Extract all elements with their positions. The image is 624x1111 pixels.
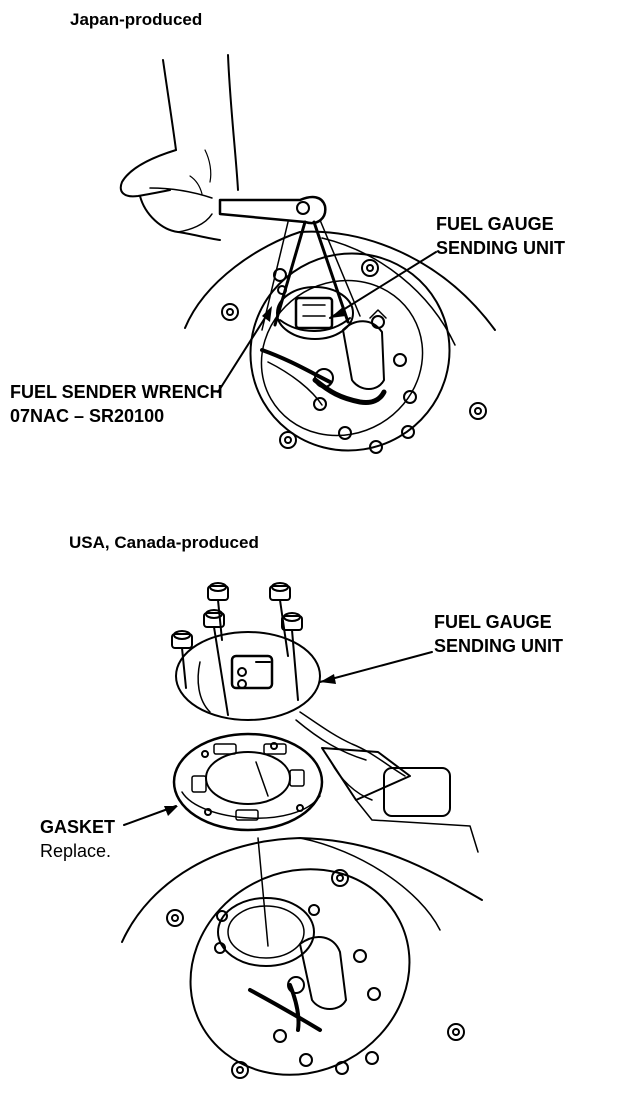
top-mount-plate <box>214 217 485 487</box>
japan-fuel-tank-illustration <box>121 55 495 487</box>
lower-plate-bolts <box>215 905 380 1074</box>
tank-fastener-icons <box>222 260 486 448</box>
gasket-opening <box>206 752 290 804</box>
section-title-japan: Japan-produced <box>70 10 203 29</box>
fuel-outlet-fitting <box>343 321 384 389</box>
gasket-replace-note: Replace. <box>40 841 112 861</box>
hand-illustration <box>121 55 238 240</box>
usa-canada-exploded-illustration <box>122 583 482 1106</box>
fuel-hose-2 <box>315 380 384 403</box>
gasket-ring <box>174 734 322 830</box>
wrench-part-number-label: 07NAC – SR20100 <box>10 406 165 426</box>
lower-tank-opening <box>218 898 314 966</box>
sending-unit-wires <box>300 712 405 776</box>
lower-tank-fastener-icons <box>167 870 464 1078</box>
bottom-connector <box>232 656 272 688</box>
sending-unit-connector <box>296 298 332 328</box>
lower-outlet-fitting <box>300 937 346 1009</box>
wrench-leader <box>218 310 270 392</box>
bottom-sending-unit-plate <box>176 632 320 720</box>
hose-clamp <box>315 369 333 387</box>
fuel-hose-1 <box>262 350 330 382</box>
tank-inner-contour <box>322 238 455 345</box>
gasket-label: GASKET <box>40 817 116 837</box>
fuel-pump-body <box>322 748 410 800</box>
gasket-slots <box>192 744 304 820</box>
top-mount-plate-inner <box>233 251 451 465</box>
lower-mount-plate <box>154 831 446 1106</box>
fuel-sender-wrench <box>220 197 360 331</box>
center-axis <box>258 838 268 946</box>
fuel-gauge-sending-unit-label-bottom-line2: SENDING UNIT <box>434 636 564 656</box>
fuel-gauge-sending-unit-label-bottom-line1: FUEL GAUGE <box>434 612 552 632</box>
fuel-gauge-sending-unit-label-top-line2: SENDING UNIT <box>436 238 566 258</box>
gauge-leader-bottom <box>320 652 432 682</box>
pump-end-cap <box>384 768 450 816</box>
gauge-leader-top <box>330 252 436 318</box>
fuel-sender-wrench-label: FUEL SENDER WRENCH <box>10 382 223 402</box>
tank-top-contour <box>185 232 495 330</box>
section-title-usa-canada: USA, Canada-produced <box>69 533 259 552</box>
lower-hose <box>250 990 320 1030</box>
fuel-gauge-sending-unit-label-top-line1: FUEL GAUGE <box>436 214 554 234</box>
